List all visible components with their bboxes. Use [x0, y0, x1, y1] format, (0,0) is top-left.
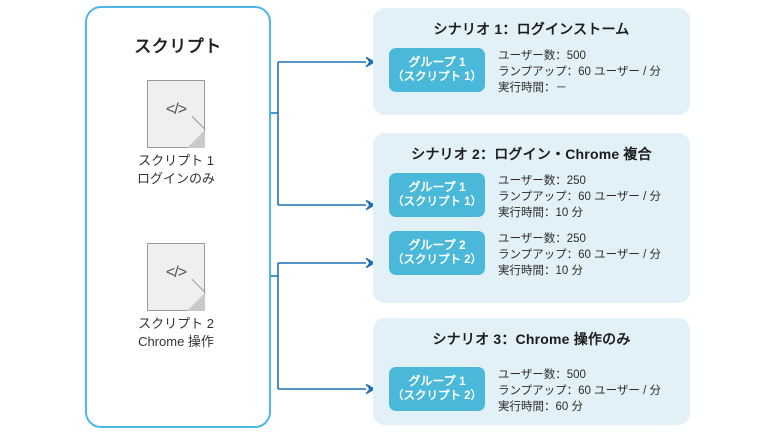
group-specs: ユーザー数：250 ランプアップ：60 ユーザー / 分 実行時間：10 分 — [498, 231, 661, 279]
script-caption-2-line1: スクリプト 2 — [138, 316, 214, 331]
spec-duration: 実行時間：60 分 — [498, 401, 583, 413]
scenario-title-1: シナリオ 1：ログインストーム — [433, 21, 630, 37]
group-row: グループ 1 （スクリプト 2） ユーザー数：500 ランプアップ：60 ユーザ… — [389, 367, 680, 415]
group-name: グループ 1 — [408, 374, 466, 388]
spec-rampup: ランプアップ：60 ユーザー / 分 — [498, 249, 661, 261]
group-box-s2-g1[interactable]: グループ 1 （スクリプト 1） — [389, 173, 485, 217]
group-specs: ユーザー数：250 ランプアップ：60 ユーザー / 分 実行時間：10 分 — [498, 173, 661, 221]
spec-users: ユーザー数：250 — [498, 233, 586, 245]
group-name: グループ 1 — [408, 180, 466, 194]
spec-duration: 実行時間：－ — [498, 82, 567, 94]
group-name: グループ 2 — [408, 238, 466, 252]
spec-duration: 実行時間：10 分 — [498, 265, 583, 277]
scenario-panel-1: シナリオ 1：ログインストーム グループ 1 （スクリプト 1） ユーザー数：5… — [373, 8, 690, 115]
page-fold-icon — [187, 293, 205, 311]
group-row: グループ 1 （スクリプト 1） ユーザー数：500 ランプアップ：60 ユーザ… — [389, 48, 680, 96]
spec-rampup: ランプアップ：60 ユーザー / 分 — [498, 66, 661, 78]
scenario-title-2: シナリオ 2：ログイン・Chrome 複合 — [411, 146, 652, 162]
page-fold-icon — [187, 130, 205, 148]
scenario-panel-3: シナリオ 3：Chrome 操作のみ グループ 1 （スクリプト 2） ユーザー… — [373, 318, 690, 425]
group-source: （スクリプト 2） — [391, 254, 483, 266]
spec-users: ユーザー数：500 — [498, 369, 586, 381]
group-specs: ユーザー数：500 ランプアップ：60 ユーザー / 分 実行時間：－ — [498, 48, 661, 96]
group-box-s3-g1[interactable]: グループ 1 （スクリプト 2） — [389, 367, 485, 411]
group-box-s1-g1[interactable]: グループ 1 （スクリプト 1） — [389, 48, 485, 92]
script-caption-2: スクリプト 2 Chrome 操作 — [86, 315, 266, 351]
script-caption-1-line1: スクリプト 1 — [138, 153, 214, 168]
scenario-panel-2: シナリオ 2：ログイン・Chrome 複合 グループ 1 （スクリプト 1） ユ… — [373, 133, 690, 303]
script-container-title: スクリプト — [134, 37, 222, 56]
spec-users: ユーザー数：500 — [498, 50, 586, 62]
spec-duration: 実行時間：10 分 — [498, 207, 583, 219]
script-caption-1-line2: ログインのみ — [136, 171, 215, 186]
group-source: （スクリプト 1） — [391, 71, 483, 83]
spec-users: ユーザー数：250 — [498, 175, 586, 187]
group-source: （スクリプト 2） — [391, 390, 483, 402]
script-file-icon-2[interactable]: </> — [147, 243, 206, 311]
group-row: グループ 1 （スクリプト 1） ユーザー数：250 ランプアップ：60 ユーザ… — [389, 173, 680, 221]
group-row: グループ 2 （スクリプト 2） ユーザー数：250 ランプアップ：60 ユーザ… — [389, 231, 680, 279]
code-glyph-icon: </> — [165, 101, 187, 118]
spec-rampup: ランプアップ：60 ユーザー / 分 — [498, 191, 661, 203]
group-specs: ユーザー数：500 ランプアップ：60 ユーザー / 分 実行時間：60 分 — [498, 367, 661, 415]
code-glyph-icon: </> — [165, 264, 187, 281]
scenario-title-3: シナリオ 3：Chrome 操作のみ — [432, 331, 631, 347]
group-box-s2-g2[interactable]: グループ 2 （スクリプト 2） — [389, 231, 485, 275]
script-caption-1: スクリプト 1 ログインのみ — [86, 152, 266, 188]
group-name: グループ 1 — [408, 55, 466, 69]
script-container: スクリプト — [85, 6, 271, 428]
group-source: （スクリプト 1） — [391, 196, 483, 208]
script-file-icon-1[interactable]: </> — [147, 80, 206, 148]
spec-rampup: ランプアップ：60 ユーザー / 分 — [498, 385, 661, 397]
script-caption-2-line2: Chrome 操作 — [138, 334, 214, 349]
